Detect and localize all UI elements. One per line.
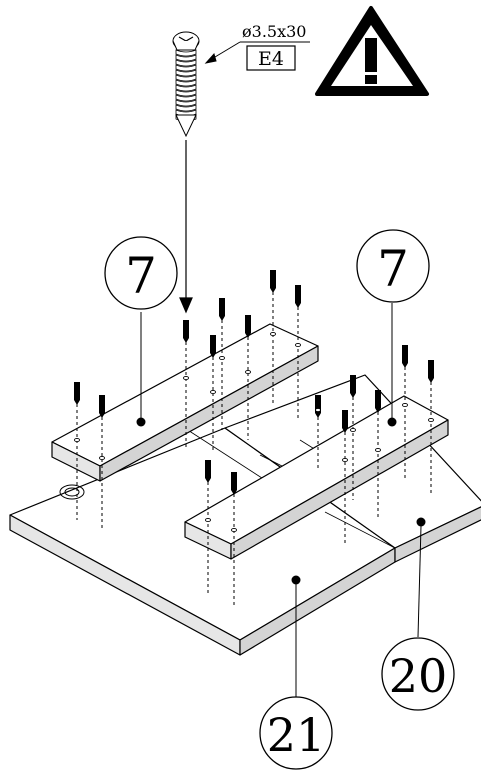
label-leader (204, 41, 310, 64)
screw (231, 472, 237, 605)
screw-size-label: ø3.5x30 (242, 22, 306, 41)
screw (295, 285, 301, 420)
hinge-hole (59, 484, 85, 500)
marker-dot-7-right (387, 417, 397, 427)
screw (428, 360, 434, 495)
callout-label: 20 (389, 649, 448, 703)
callout-label: 7 (125, 247, 157, 305)
warning-triangle-icon (315, 6, 429, 96)
screw (375, 390, 381, 520)
batten-7-right (184, 395, 449, 560)
screw (210, 335, 216, 452)
part-markers (136, 417, 426, 585)
screw-thread (175, 49, 197, 122)
screw (402, 345, 408, 480)
batten-7-left (51, 323, 319, 482)
screw (74, 382, 80, 520)
callout-label: 21 (267, 708, 326, 762)
screw (245, 315, 251, 440)
callout-label: 7 (377, 240, 409, 298)
callout-20: 20 (381, 525, 455, 711)
screw (99, 395, 105, 530)
screw-code-label: E4 (258, 48, 284, 70)
marker-dot-20 (416, 517, 426, 527)
screw (342, 410, 348, 545)
screw (270, 270, 276, 405)
marker-dot-7-left (136, 417, 146, 427)
callout-7-left: 7 (104, 236, 178, 418)
marker-dot-21 (291, 575, 301, 585)
callout-21: 21 (259, 584, 333, 770)
screw-group (74, 270, 434, 605)
code-box (246, 45, 296, 71)
callout-7-right: 7 (356, 229, 430, 418)
panel-20-side-edge (394, 506, 481, 563)
screw (350, 375, 356, 500)
top-screw (172, 31, 200, 138)
screw (219, 298, 225, 430)
screw (183, 320, 189, 450)
insert-arrow (179, 140, 193, 314)
screw (315, 395, 321, 470)
screw (205, 460, 211, 595)
